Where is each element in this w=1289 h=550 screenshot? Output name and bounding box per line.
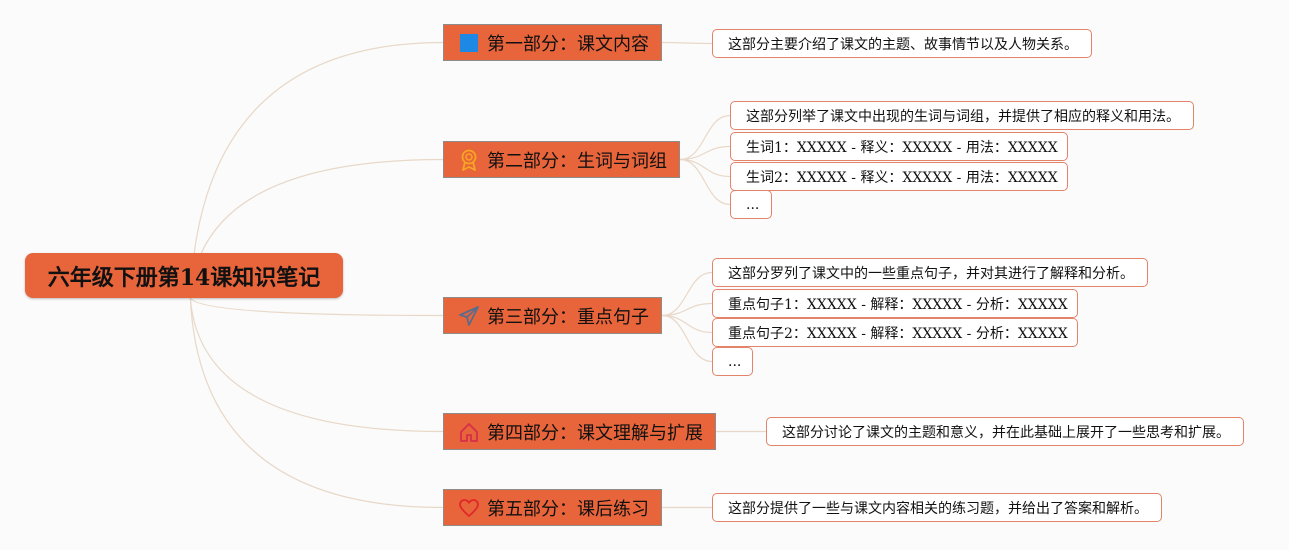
section-2-note-1[interactable]: 这部分列举了课文中出现的生词与词组，并提供了相应的释义和用法。 [730,101,1194,130]
connector-section-3-note-4 [661,314,713,363]
section-4-note-1[interactable]: 这部分讨论了课文的主题和意义，并在此基础上展开了一些思考和扩展。 [766,417,1244,446]
connector-section-1-note-1 [661,41,713,45]
connector-section-2-note-3 [679,158,731,178]
section-3-note-2[interactable]: 重点句子1：XXXXX - 解释：XXXXX - 分析：XXXXX [712,289,1078,318]
connector-section-3-note-3 [661,314,713,334]
connector-root-section-4 [189,297,444,433]
root-title: 六年级下册第14课知识笔记 [47,264,321,291]
section-3-title: 第三部分：重点句子 [487,306,649,328]
section-2-note-2[interactable]: 生词1：XXXXX - 释义：XXXXX - 用法：XXXXX [730,132,1068,161]
section-2-title: 第二部分：生词与词组 [487,150,667,172]
section-2-topic[interactable]: 第二部分：生词与词组 [443,141,680,178]
section-3-note-4[interactable]: ... [712,347,753,376]
section-5-title: 第五部分：课后练习 [487,498,649,520]
section-5-note-1[interactable]: 这部分提供了一些与课文内容相关的练习题，并给出了答案和解析。 [712,493,1162,522]
connector-section-3-note-2 [661,302,713,317]
connector-section-2-note-4 [679,158,731,206]
connector-root-section-5 [189,297,444,509]
section-3-topic[interactable]: 第三部分：重点句子 [443,297,662,334]
connector-section-2-note-1 [679,114,731,161]
section-1-note-1[interactable]: 这部分主要介绍了课文的主题、故事情节以及人物关系。 [712,29,1092,58]
section-1-title: 第一部分：课文内容 [487,33,649,55]
send-icon [458,305,479,327]
root-topic[interactable]: 六年级下册第14课知识笔记 [25,253,343,298]
section-4-title: 第四部分：课文理解与扩展 [487,422,703,444]
connector-section-2-note-2 [679,145,731,161]
section-5-topic[interactable]: 第五部分：课后练习 [443,489,662,526]
section-3-note-1[interactable]: 这部分罗列了课文中的一些重点句子，并对其进行了解释和分析。 [712,258,1148,287]
section-3-note-3[interactable]: 重点句子2：XXXXX - 解释：XXXXX - 分析：XXXXX [712,318,1078,347]
home-icon [458,421,479,443]
connector-root-section-3 [189,297,444,317]
award-icon [458,149,479,171]
section-2-note-4[interactable]: ... [730,190,772,219]
connector-section-3-note-1 [661,271,713,317]
square-icon [458,32,479,54]
section-1-topic[interactable]: 第一部分：课文内容 [443,24,662,61]
section-4-topic[interactable]: 第四部分：课文理解与扩展 [443,413,716,450]
heart-icon [458,497,479,519]
section-2-note-3[interactable]: 生词2：XXXXX - 释义：XXXXX - 用法：XXXXX [730,162,1068,191]
